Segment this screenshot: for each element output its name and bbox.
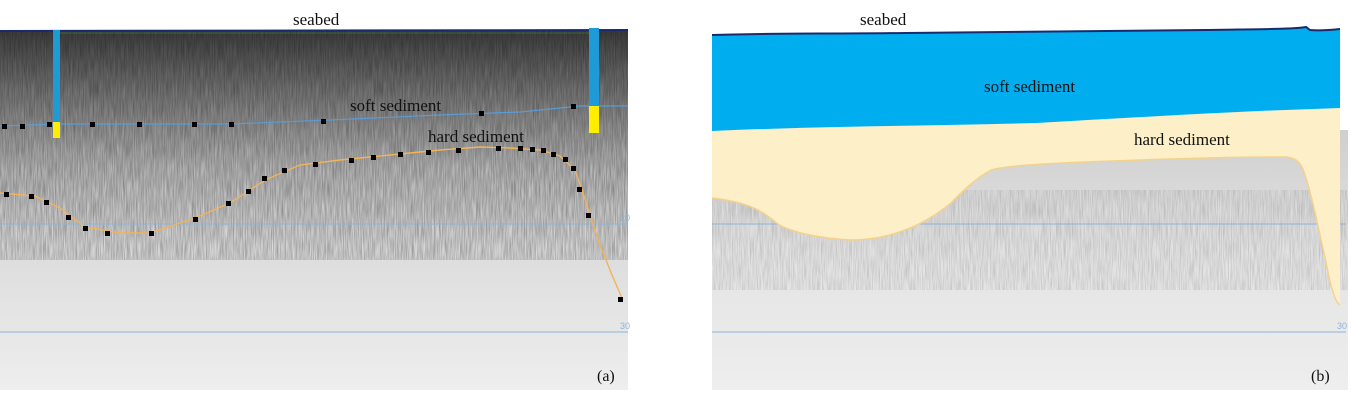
hard-sediment-boundary	[711, 156, 1341, 306]
seismic-noise	[0, 30, 628, 260]
hard-sediment-label: hard sediment	[428, 127, 524, 146]
pick-point	[2, 124, 7, 129]
panel-b-svg	[711, 25, 1348, 390]
seabed-line	[0, 29, 629, 32]
pick-point	[313, 162, 318, 167]
depth-tick-30: 30	[620, 321, 631, 331]
pick-point	[83, 226, 88, 231]
pick-point	[426, 150, 431, 155]
pick-point	[20, 124, 25, 129]
pick-point	[456, 148, 461, 153]
depth-tick-20: 20	[620, 213, 631, 223]
seabed-line	[711, 25, 1341, 36]
pick-point	[398, 152, 403, 157]
pick-point	[479, 111, 484, 116]
pick-point	[530, 147, 535, 152]
pick-point	[551, 152, 556, 157]
pick-point	[496, 146, 501, 151]
soft-sediment-label: soft sediment	[984, 77, 1076, 96]
pick-point	[192, 122, 197, 127]
pick-point	[282, 168, 287, 173]
pick-point	[371, 155, 376, 160]
seabed-label: seabed	[293, 10, 340, 29]
panel-a-svg	[0, 28, 629, 390]
panel-b-interpretation: seabed soft sediment hard sediment 30 (b…	[706, 0, 1351, 400]
pick-point	[321, 119, 326, 124]
pick-point	[149, 231, 154, 236]
pick-point	[246, 189, 251, 194]
pick-point	[226, 201, 231, 206]
pick-point	[229, 122, 234, 127]
pick-point	[563, 157, 568, 162]
soft-sediment-horizon	[0, 105, 628, 127]
pick-point	[349, 158, 354, 163]
pick-point	[577, 187, 582, 192]
pick-point	[618, 297, 623, 302]
soft-sediment-label: soft sediment	[350, 96, 442, 115]
panel-a-seismic-profile: seabed soft sediment hard sediment 20 30…	[0, 0, 632, 400]
hard-sediment-label: hard sediment	[1134, 130, 1230, 149]
core-sample-marker-left	[53, 30, 60, 138]
pick-point	[541, 148, 546, 153]
pick-point	[262, 176, 267, 181]
soft-sediment-layer	[712, 27, 1340, 131]
pick-point	[90, 122, 95, 127]
soft-horizon-picks	[2, 104, 576, 129]
hard-sediment-layer	[712, 108, 1340, 305]
pick-point	[105, 231, 110, 236]
hard-horizon-picks	[4, 146, 623, 302]
pick-point	[47, 122, 52, 127]
seabed-label: seabed	[860, 10, 907, 29]
pick-point	[29, 194, 34, 199]
panel-a-label: (a)	[597, 368, 615, 385]
pick-point	[66, 215, 71, 220]
hard-sediment-horizon	[0, 146, 623, 299]
panel-b-label: (b)	[1311, 368, 1330, 385]
core-sample-marker-right	[589, 28, 599, 133]
pick-point	[571, 166, 576, 171]
pick-point	[518, 146, 523, 151]
pick-point	[44, 200, 49, 205]
pick-point	[586, 213, 591, 218]
pick-point	[571, 104, 576, 109]
pick-point	[137, 122, 142, 127]
pick-point	[4, 192, 9, 197]
depth-tick-30: 30	[1337, 321, 1348, 331]
pick-point	[193, 217, 198, 222]
